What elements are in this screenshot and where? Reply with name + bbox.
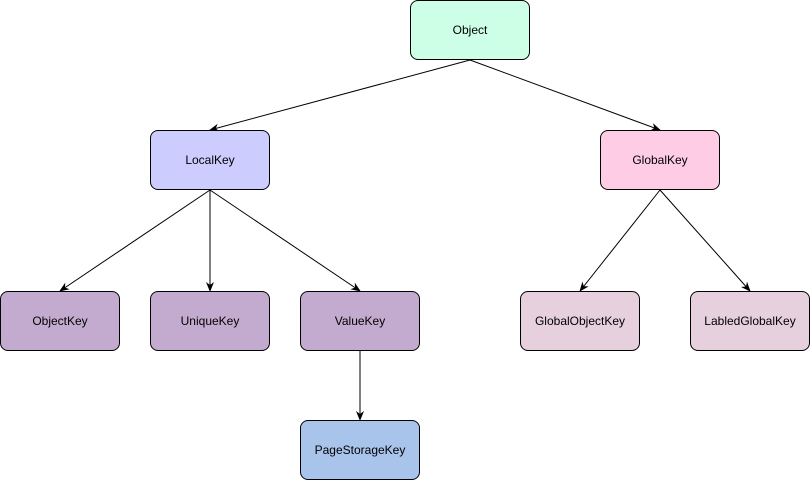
node-localkey: LocalKey (150, 130, 270, 190)
node-globalkey: GlobalKey (600, 130, 720, 190)
edge-localkey-to-valuekey (209, 189, 361, 292)
edge-globalkey-to-labledglobalkey (659, 189, 751, 292)
edge-object-to-globalkey (469, 59, 661, 131)
node-labledglobalkey: LabledGlobalKey (690, 291, 810, 351)
node-object: Object (410, 0, 530, 60)
node-objectkey: ObjectKey (0, 291, 120, 351)
node-valuekey: ValueKey (300, 291, 420, 351)
node-pagestoragekey: PageStorageKey (300, 420, 420, 480)
edge-localkey-to-objectkey (59, 189, 211, 292)
node-uniquekey: UniqueKey (150, 291, 270, 351)
node-globalobjectkey: GlobalObjectKey (520, 291, 640, 351)
edge-object-to-localkey (209, 59, 471, 132)
edge-globalkey-to-globalobjectkey (579, 189, 661, 292)
